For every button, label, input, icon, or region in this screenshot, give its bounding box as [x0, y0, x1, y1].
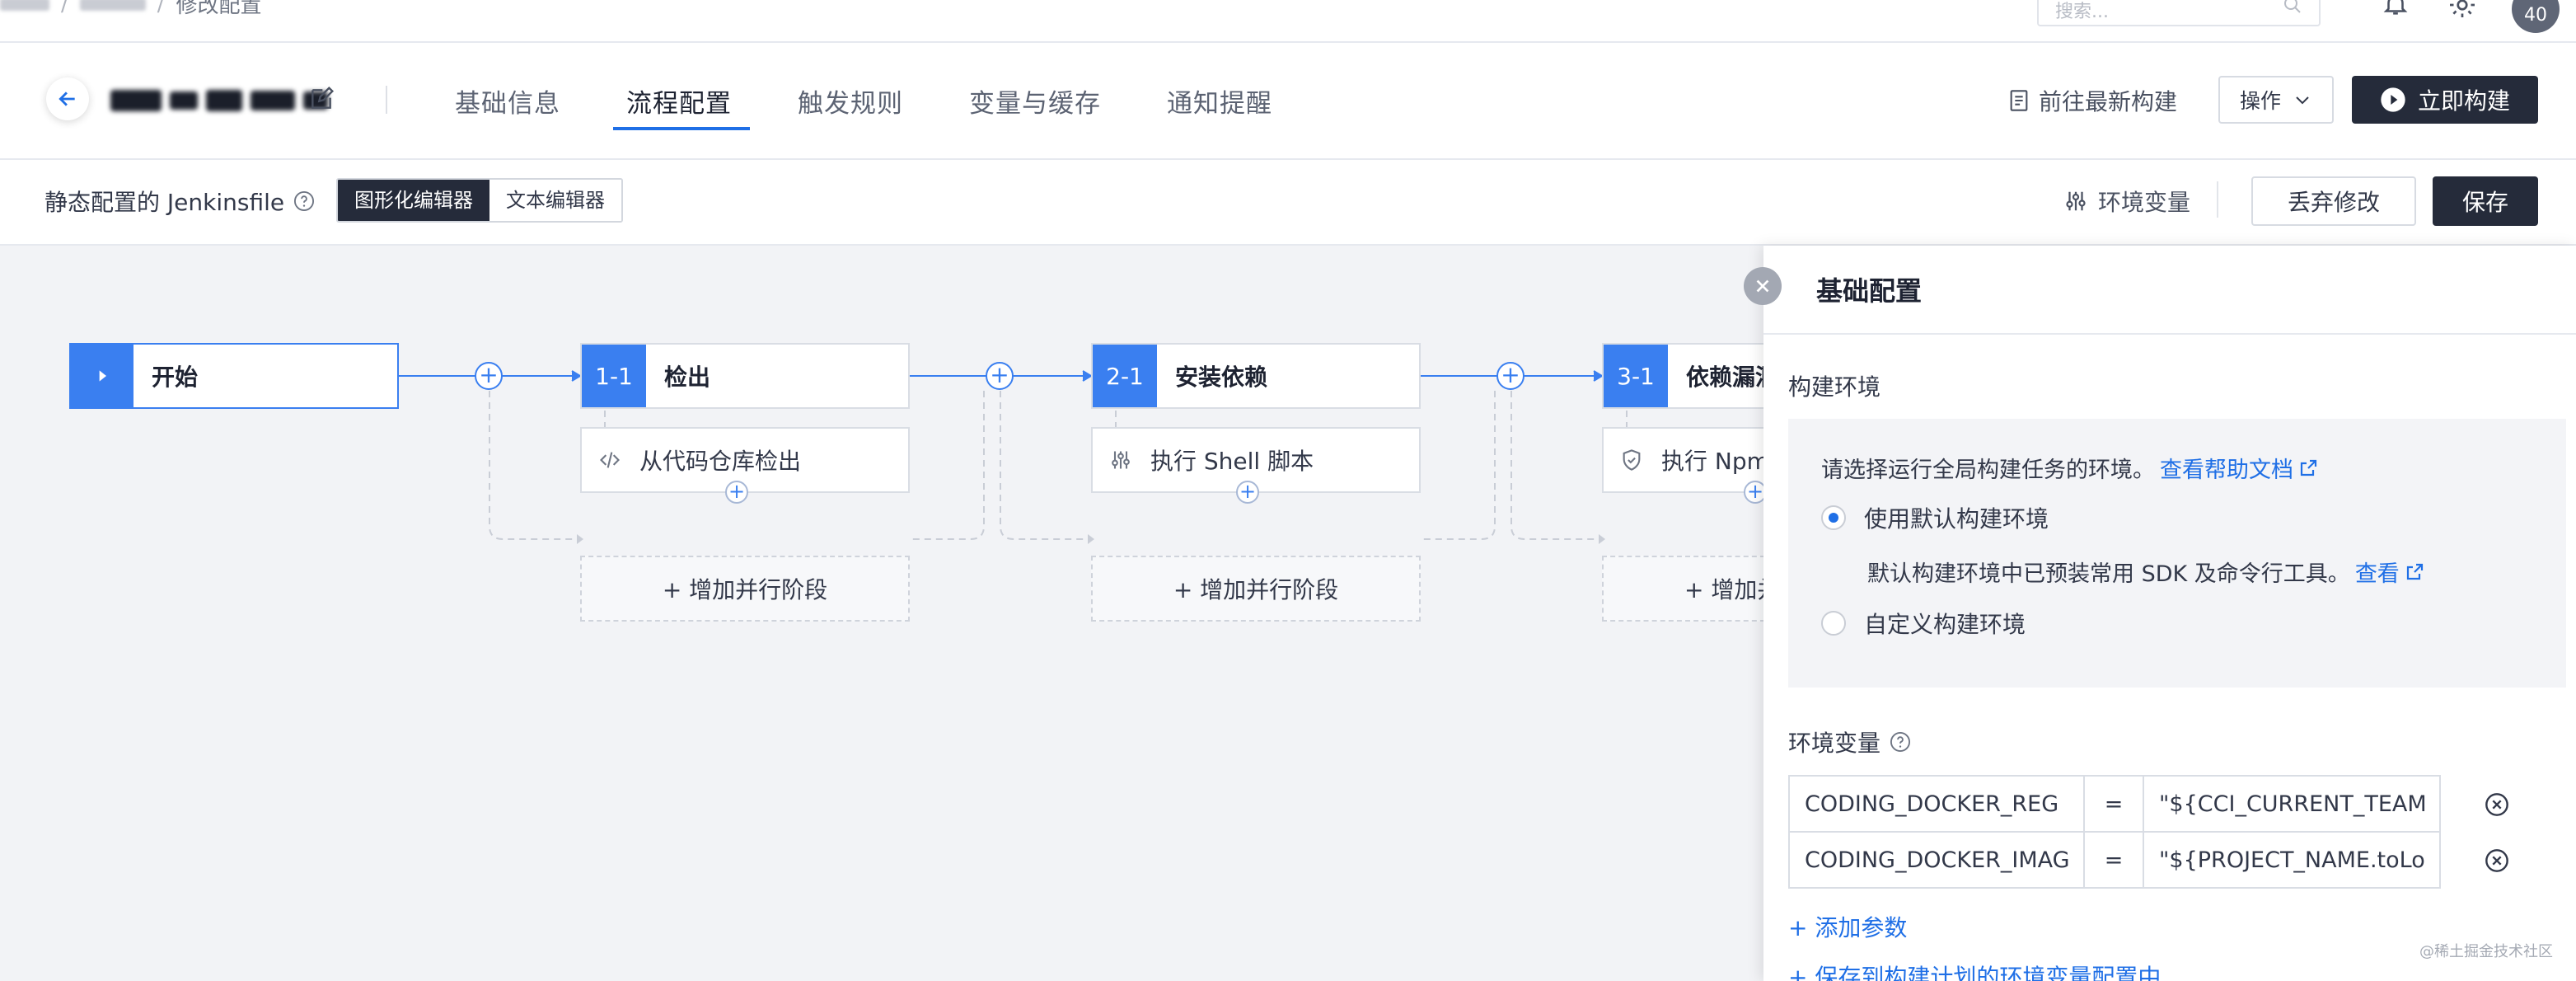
step-title: 从代码仓库检出 — [639, 448, 802, 475]
chevron-down-icon — [2296, 96, 2309, 105]
jenkinsfile-label: 静态配置的 Jenkinsfile — [44, 185, 316, 218]
watermark: @稀土掘金技术社区 — [2419, 943, 2553, 960]
equals-sign: = — [2083, 775, 2144, 833]
tab-variables-cache[interactable]: 变量与缓存 — [969, 89, 1101, 119]
breadcrumb: / / 修改配置 — [0, 0, 262, 19]
page-header: 基础信息 流程配置 触发规则 变量与缓存 通知提醒 前往最新构建 操作 立即构建 — [0, 43, 2576, 160]
gear-icon[interactable] — [2447, 0, 2477, 20]
tab-notifications[interactable]: 通知提醒 — [1167, 89, 1272, 119]
stage-card[interactable]: 1-1 检出 — [580, 343, 910, 409]
env-variables-button[interactable]: 环境变量 — [2063, 185, 2190, 218]
env-var-value-input[interactable]: "${PROJECT_NAME.toLo — [2143, 831, 2441, 889]
divider — [1763, 333, 2576, 335]
build-env-box: 请选择运行全局构建任务的环境。 查看帮助文档 使用默认构建环境 默认构建环境中已… — [1788, 419, 2566, 688]
step-title: 执行 Shell 脚本 — [1150, 448, 1314, 475]
radio-default-env[interactable]: 使用默认构建环境 — [1821, 501, 2049, 534]
search-input[interactable]: 搜索... — [2037, 0, 2321, 26]
env-var-value-input[interactable]: "${CCI_CURRENT_TEAM — [2143, 775, 2441, 833]
radio-button[interactable] — [1821, 611, 1846, 636]
code-icon — [600, 452, 620, 468]
close-panel-button[interactable] — [1744, 267, 1782, 305]
sliders-icon — [2066, 191, 2086, 211]
step-card[interactable]: 执行 Shell 脚本 — [1091, 427, 1421, 493]
sliders-icon — [1112, 451, 1130, 469]
tab-trigger-rules[interactable]: 触发规则 — [798, 89, 903, 119]
default-env-description: 默认构建环境中已预装常用 SDK 及命令行工具。 查看 — [1867, 556, 2424, 588]
env-var-row: CODING_DOCKER_IMAG = "${PROJECT_NAME.toL… — [1788, 831, 2508, 889]
add-stage-button[interactable]: + — [986, 362, 1014, 390]
breadcrumb-item-hidden[interactable] — [79, 0, 146, 11]
graphic-editor-button[interactable]: 图形化编辑器 — [338, 180, 489, 221]
env-var-row: CODING_DOCKER_REG = "${CCI_CURRENT_TEAM — [1788, 775, 2508, 833]
save-button[interactable]: 保存 — [2433, 176, 2538, 226]
breadcrumb-current: 修改配置 — [176, 0, 262, 18]
help-icon[interactable] — [1889, 730, 1912, 753]
play-circle-icon — [2381, 87, 2405, 112]
divider — [2217, 181, 2218, 218]
stage-card[interactable]: 2-1 安装依赖 — [1091, 343, 1421, 409]
tab-pipeline-config[interactable]: 流程配置 — [626, 89, 732, 119]
pipeline-connectors — [399, 370, 1628, 544]
build-env-description: 请选择运行全局构建任务的环境。 查看帮助文档 — [1821, 452, 2318, 484]
help-icon[interactable] — [293, 190, 316, 213]
external-link-icon[interactable] — [2405, 562, 2424, 582]
bell-icon[interactable] — [2382, 0, 2410, 18]
add-parallel-stage-button[interactable]: + 增加并行阶段 — [1091, 556, 1421, 622]
panel-title: 基础配置 — [1816, 275, 1923, 307]
build-env-title: 构建环境 — [1788, 373, 1881, 401]
stage-number: 2-1 — [1093, 345, 1157, 407]
env-vars-title: 环境变量 — [1788, 725, 1912, 758]
add-parallel-stage-button[interactable]: + 增加并行阶段 — [580, 556, 910, 622]
start-label: 开始 — [152, 364, 199, 391]
stage-title: 检出 — [664, 364, 711, 391]
active-tab-indicator — [613, 127, 750, 130]
project-name-redacted — [110, 84, 328, 117]
editor-toolbar: 静态配置的 Jenkinsfile 图形化编辑器 文本编辑器 环境变量 丢弃修改… — [0, 160, 2576, 246]
add-stage-button[interactable]: + — [475, 362, 503, 390]
view-link[interactable]: 查看 — [2354, 561, 2400, 587]
breadcrumb-item-hidden[interactable] — [0, 0, 49, 11]
operations-dropdown[interactable]: 操作 — [2218, 76, 2334, 124]
edit-icon[interactable] — [308, 86, 335, 112]
save-to-plan-env-link[interactable]: + 保存到构建计划的环境变量配置中 — [1788, 964, 2161, 981]
stage-title: 安装依赖 — [1175, 364, 1268, 391]
start-node[interactable]: 开始 — [69, 343, 399, 409]
latest-build-link[interactable]: 前往最新构建 — [2007, 84, 2177, 117]
top-bar: / / 修改配置 搜索... 40 — [0, 0, 2576, 43]
avatar[interactable]: 40 — [2512, 0, 2560, 33]
env-var-key-input[interactable]: CODING_DOCKER_IMAG — [1788, 831, 2085, 889]
env-var-key-input[interactable]: CODING_DOCKER_REG — [1788, 775, 2085, 833]
step-card[interactable]: 从代码仓库检出 — [580, 427, 910, 493]
add-step-button[interactable]: + — [1744, 481, 1767, 504]
document-icon — [2010, 90, 2028, 111]
stage-title: 依赖漏洞 — [1686, 364, 1779, 391]
divider — [386, 86, 387, 114]
back-button[interactable] — [46, 77, 89, 120]
add-param-link[interactable]: + 添加参数 — [1788, 914, 1908, 941]
add-step-button[interactable]: + — [725, 481, 748, 504]
caret-right-icon — [99, 370, 106, 382]
close-icon — [1756, 279, 1769, 293]
radio-custom-env[interactable]: 自定义构建环境 — [1821, 607, 2026, 640]
build-now-button[interactable]: 立即构建 — [2352, 76, 2538, 124]
equals-sign: = — [2083, 831, 2144, 889]
stage-number: 1-1 — [582, 345, 646, 407]
remove-circle-icon[interactable] — [2484, 791, 2510, 818]
radio-button-selected[interactable] — [1821, 505, 1846, 530]
shield-icon — [1623, 449, 1641, 471]
step-title: 执行 Npm — [1661, 448, 1769, 475]
add-step-button[interactable]: + — [1236, 481, 1259, 504]
basic-config-panel: 基础配置 构建环境 请选择运行全局构建任务的环境。 查看帮助文档 使用默认构建环… — [1763, 246, 2576, 981]
help-doc-link[interactable]: 查看帮助文档 — [2160, 458, 2293, 483]
text-editor-button[interactable]: 文本编辑器 — [489, 180, 621, 221]
arrow-left-icon — [59, 92, 75, 106]
stage-number: 3-1 — [1604, 345, 1668, 407]
search-icon — [2283, 0, 2302, 15]
external-link-icon[interactable] — [2298, 458, 2318, 478]
remove-circle-icon[interactable] — [2484, 847, 2510, 874]
tab-basic-info[interactable]: 基础信息 — [455, 89, 560, 119]
discard-changes-button[interactable]: 丢弃修改 — [2251, 176, 2416, 226]
editor-mode-switch: 图形化编辑器 文本编辑器 — [336, 178, 623, 223]
add-stage-button[interactable]: + — [1496, 362, 1525, 390]
